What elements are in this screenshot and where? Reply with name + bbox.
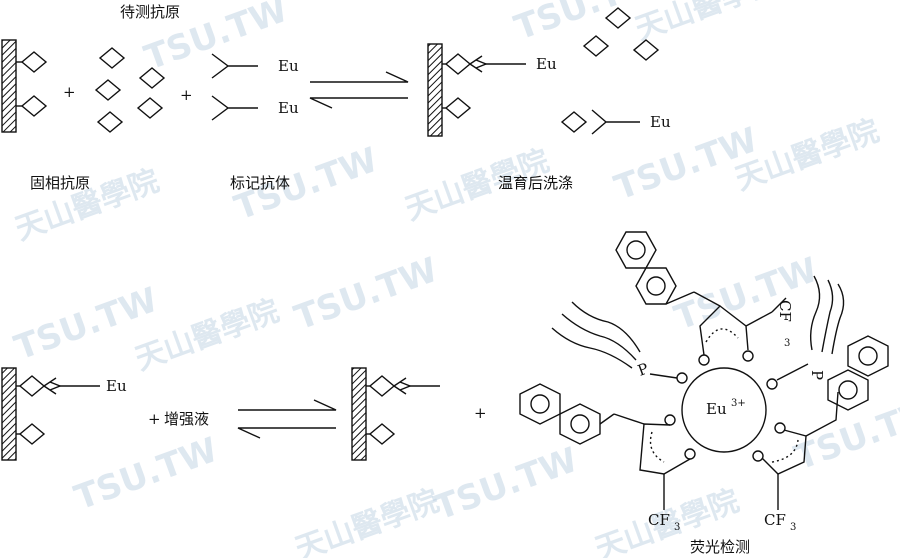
solid-phase-4 <box>351 367 440 461</box>
plus-3: + <box>148 410 161 428</box>
labeled-antibody-1 <box>211 53 258 121</box>
cf3-label-1: CF <box>776 300 794 322</box>
washed-antibody <box>561 109 640 135</box>
svg-text:天山醫學院: 天山醫學院 <box>631 0 784 48</box>
cf3-label-2: CF <box>648 511 670 529</box>
equilibrium-arrow-1 <box>309 71 409 109</box>
label-incubate-wash: 温育后洗涤 <box>498 174 573 192</box>
svg-text:TSU.TW: TSU.TW <box>429 440 583 529</box>
plus-1: + <box>63 83 76 101</box>
equilibrium-arrow-2 <box>237 399 337 439</box>
svg-text:天山醫學院: 天山醫學院 <box>731 113 884 197</box>
cf3-sub-2: 3 <box>674 522 680 533</box>
plus-4: + <box>474 404 487 422</box>
cf3-label-3: CF <box>764 511 786 529</box>
eu-label-2: Eu <box>278 99 299 117</box>
watermark: TSU.TW TSU.TW TSU.TW TSU.TW TSU.TW TSU.T… <box>9 0 900 558</box>
svg-text:天山醫學院: 天山醫學院 <box>291 483 444 558</box>
eu-label-5: Eu <box>106 377 127 395</box>
label-analyte-antigen: 待测抗原 <box>120 3 180 21</box>
solid-phase-1 <box>1 39 47 133</box>
eu-ion-charge: 3+ <box>731 398 746 409</box>
eu-label-3: Eu <box>536 55 557 73</box>
eu-label-1: Eu <box>278 57 299 75</box>
svg-text:TSU.TW: TSU.TW <box>789 390 900 479</box>
label-labeled-antibody: 标记抗体 <box>230 174 290 192</box>
label-solid-phase-antigen: 固相抗原 <box>30 174 90 192</box>
cf3-sub-3: 3 <box>790 522 796 533</box>
svg-text:TSU.TW: TSU.TW <box>69 430 223 519</box>
label-fluorescence-detection: 荧光检测 <box>690 538 750 556</box>
eu-ion-label: Eu <box>706 400 727 418</box>
plus-2: + <box>180 86 193 104</box>
p-label-right: P <box>808 370 826 380</box>
solid-phase-2 <box>427 43 526 137</box>
eu-label-4: Eu <box>650 113 671 131</box>
cf3-sub-1: 3 <box>784 338 790 349</box>
label-enhancer: 增强液 <box>164 410 209 428</box>
solid-phase-3 <box>1 367 100 461</box>
eu-chelate-complex: CF 3 P P <box>519 231 889 510</box>
svg-text:TSU.TW: TSU.TW <box>289 250 443 339</box>
p-label-left: P <box>635 359 651 379</box>
